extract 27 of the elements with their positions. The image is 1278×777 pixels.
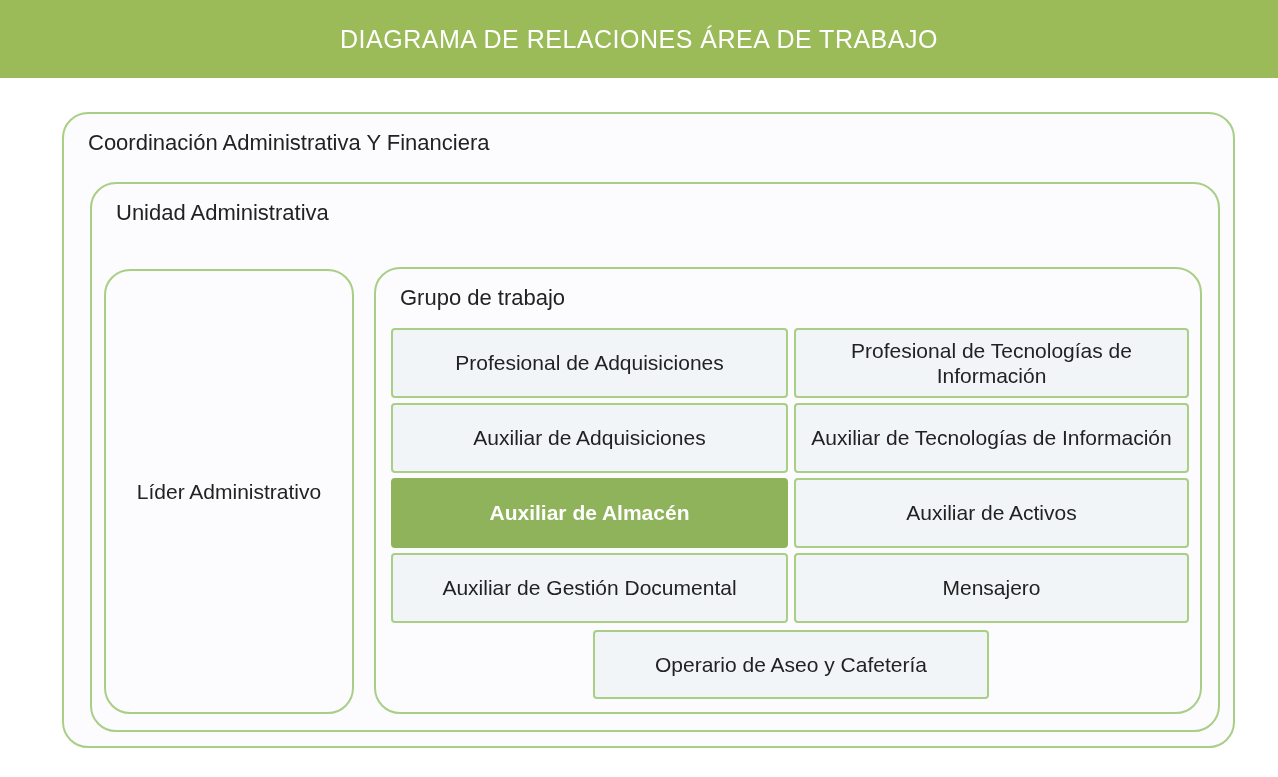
group-title: Grupo de trabajo [400, 285, 566, 311]
group-panel [90, 182, 1220, 732]
role-label: Mensajero [941, 575, 1042, 601]
role-box [794, 403, 1189, 473]
role-label: Auxiliar de Tecnologías de Información [810, 425, 1173, 451]
role-box [794, 553, 1189, 623]
role-label: Líder Administrativo [135, 478, 323, 505]
role-label: Operario de Aseo y Cafetería [654, 651, 928, 678]
role-label: Profesional de Tecnologías de Información [850, 337, 1133, 389]
diagram-title: DIAGRAMA DE RELACIONES ÁREA DE TRABAJO [340, 24, 938, 54]
role-label: Auxiliar de Gestión Documental [441, 575, 738, 601]
role-panel [104, 269, 354, 714]
group-panel [374, 267, 1202, 714]
role-label: Auxiliar de Activos [905, 500, 1078, 526]
role-label: Profesional de Adquisiciones [454, 350, 725, 376]
role-label: Auxiliar de Almacén [488, 500, 691, 526]
group-panel [62, 112, 1235, 748]
role-box [391, 553, 788, 623]
role-box [391, 328, 788, 398]
group-title: Unidad Administrativa [116, 200, 329, 226]
group-title: Coordinación Administrativa Y Financiera [88, 130, 490, 156]
highlighted-role-box [391, 478, 788, 548]
role-label: Auxiliar de Adquisiciones [472, 425, 707, 451]
role-box [593, 630, 989, 699]
role-box [391, 403, 788, 473]
role-box [794, 328, 1189, 398]
role-box [794, 478, 1189, 548]
